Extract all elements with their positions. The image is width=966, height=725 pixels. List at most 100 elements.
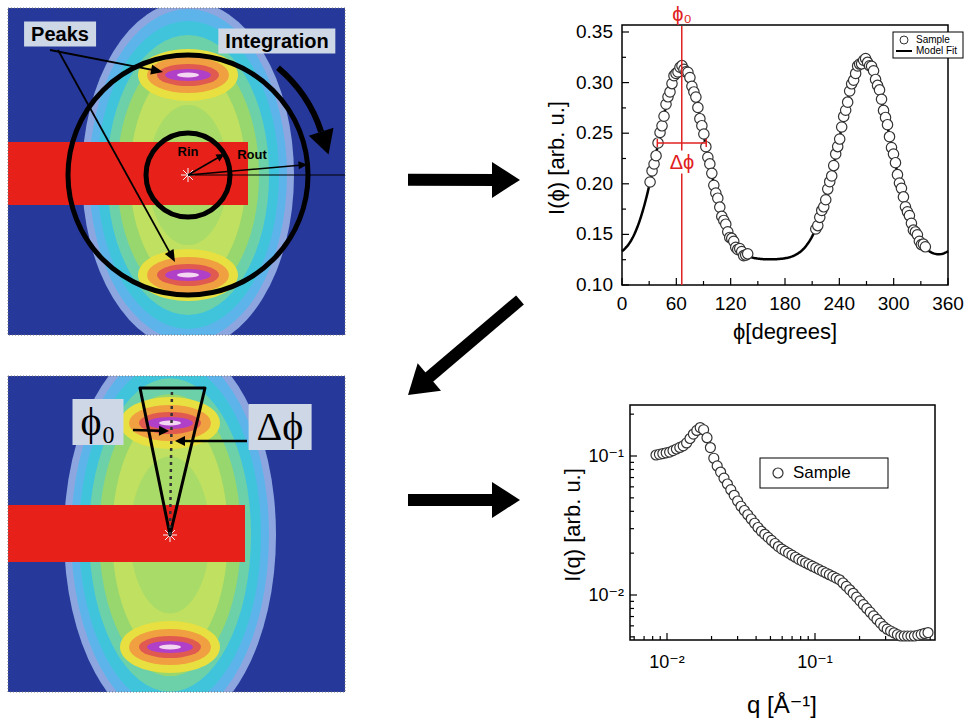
legend-sample	[900, 36, 908, 44]
outer-ring	[68, 55, 308, 295]
data-point	[884, 131, 894, 141]
tick	[630, 486, 634, 487]
tick	[800, 636, 801, 640]
tick	[756, 636, 757, 640]
tick	[791, 636, 792, 640]
data-point	[645, 177, 655, 187]
bragg-peak	[165, 269, 211, 281]
bragg-peak	[177, 73, 199, 78]
tick	[622, 259, 626, 260]
bragg-peak	[139, 636, 201, 658]
data-point	[836, 122, 846, 132]
angle-label: ϕ₀	[73, 399, 124, 445]
data-point	[821, 195, 831, 205]
scattering-image	[8, 8, 345, 335]
plot-frame	[630, 405, 935, 640]
tick	[703, 281, 704, 285]
beam-stop	[8, 505, 245, 562]
tick	[630, 469, 634, 470]
data-point	[898, 192, 908, 202]
data-point	[874, 85, 884, 95]
tick	[757, 281, 758, 285]
scattering-image	[8, 376, 345, 692]
tick	[947, 278, 948, 285]
peak-pointer-head	[165, 249, 175, 262]
data-point	[742, 249, 752, 259]
tick-label: 10⁻¹	[588, 446, 624, 467]
tick	[622, 57, 626, 58]
tick	[622, 158, 626, 159]
tick	[630, 497, 634, 498]
arrow-shaft	[408, 174, 498, 186]
flow-arrow	[408, 482, 520, 518]
peak-pointer	[50, 50, 152, 70]
angle-pointer	[184, 440, 247, 443]
tick	[660, 636, 661, 640]
tick-label: 360	[932, 293, 964, 315]
detector-ground	[8, 376, 345, 692]
tick	[814, 633, 815, 640]
tick-label: 0	[617, 293, 628, 315]
tick	[622, 209, 626, 210]
peak-pointer-head	[150, 65, 163, 75]
axis-title: q [Å⁻¹]	[747, 691, 817, 719]
angle-label: Δϕ	[249, 404, 312, 450]
data-point	[827, 171, 837, 181]
tick	[859, 636, 860, 640]
data-point	[707, 168, 717, 178]
tick	[737, 636, 738, 640]
tick-label: 300	[878, 293, 910, 315]
detector-ground	[8, 8, 345, 335]
radial-plot	[630, 405, 935, 641]
data-point	[705, 443, 715, 453]
tick	[630, 616, 634, 617]
tick	[622, 183, 629, 184]
integration-arc	[278, 68, 321, 132]
tick-label: 0.15	[576, 223, 613, 245]
data-point	[693, 102, 703, 112]
bragg-peak	[129, 629, 211, 665]
panel-border	[8, 376, 345, 692]
tick	[643, 636, 644, 640]
tick	[782, 636, 783, 640]
angle-pointer-head	[159, 426, 169, 436]
tick	[676, 278, 677, 285]
integration-arrowhead	[309, 128, 334, 155]
radius-arrow-head	[298, 161, 307, 169]
bragg-peak	[165, 69, 211, 81]
tick-label: 10⁻²	[649, 652, 685, 673]
legend-sample	[773, 468, 783, 478]
data-point	[829, 160, 839, 170]
data-point	[699, 129, 709, 139]
legend-box	[893, 32, 963, 58]
tick	[622, 107, 626, 108]
tick	[784, 278, 785, 285]
legend-text: Sample	[916, 34, 950, 46]
tick	[770, 636, 771, 640]
tick	[630, 462, 634, 463]
width-label: Δϕ	[668, 151, 697, 174]
tick	[630, 608, 634, 609]
tick	[622, 284, 629, 285]
tick-label: 120	[715, 293, 747, 315]
data-point	[657, 121, 667, 131]
peak-label: ϕ₀	[672, 3, 692, 26]
bragg-peak	[157, 64, 219, 86]
axis-title: ϕ[degrees]	[733, 319, 837, 344]
tick-label: 240	[823, 293, 855, 315]
bragg-peak	[147, 641, 193, 653]
tick	[622, 234, 629, 235]
tick-label: 10⁻²	[588, 585, 624, 606]
bragg-peak	[159, 645, 181, 650]
tick-label: 0.10	[576, 274, 613, 296]
tick	[866, 281, 867, 285]
bragg-peak	[177, 273, 199, 278]
tick	[622, 31, 629, 32]
azimuthal-plot	[622, 25, 963, 285]
callout-label: Peaks	[24, 22, 96, 47]
axis-line	[188, 175, 345, 176]
arrow-shaft	[425, 300, 520, 381]
tick	[630, 528, 634, 529]
arrow-head	[492, 482, 520, 518]
